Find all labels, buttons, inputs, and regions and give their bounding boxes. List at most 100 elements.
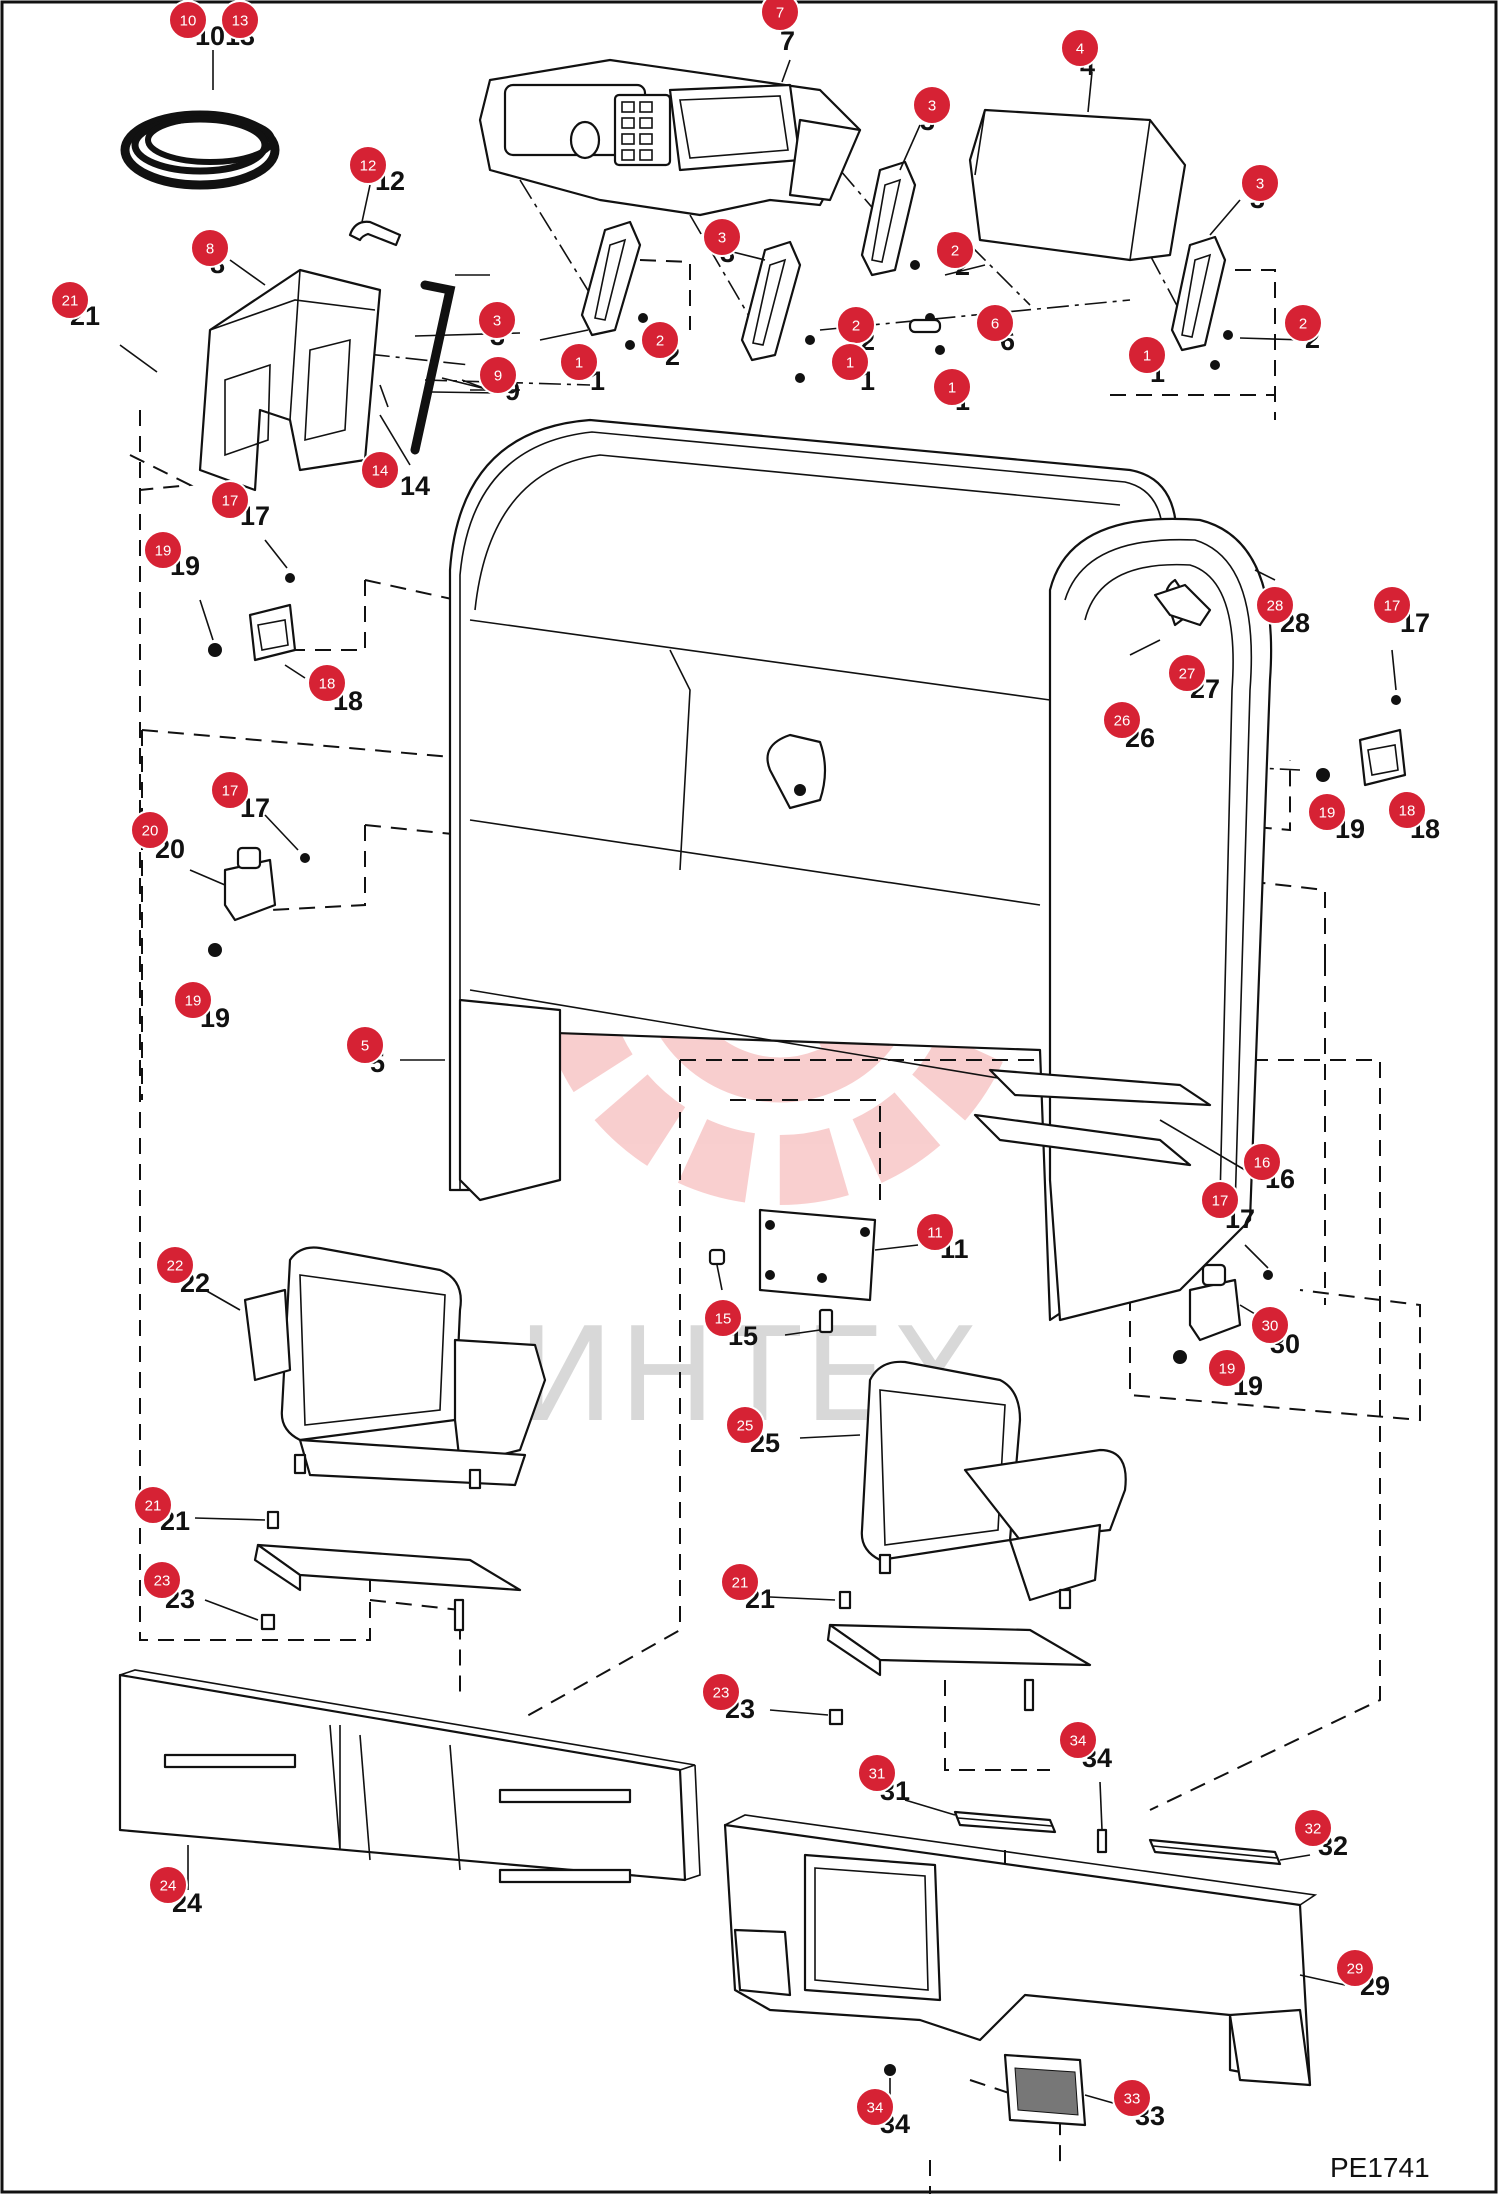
cover-part xyxy=(968,108,1187,262)
callout-badge-c19a: 19 xyxy=(143,530,183,570)
callout-badge-c8: 8 xyxy=(190,228,230,268)
callout-badge-circle xyxy=(148,1865,188,1905)
callout-badge-label: 3 xyxy=(928,98,936,115)
callout-badge-circle xyxy=(1293,1808,1333,1848)
callout-badge-label: 19 xyxy=(155,543,172,560)
callout-badge-c10: 10 xyxy=(168,0,208,40)
callout-badge-label: 21 xyxy=(145,1498,162,1515)
callout-badge-label: 12 xyxy=(360,158,377,175)
callout-badge-label: 16 xyxy=(1254,1155,1271,1172)
callout-badge-c17b: 17 xyxy=(1372,585,1412,625)
callout-badge-label: 17 xyxy=(222,493,239,510)
callout-badge-c34b: 34 xyxy=(855,2087,895,2127)
callout-badge-label: 7 xyxy=(776,5,784,22)
callout-number-c14: 14 xyxy=(400,471,430,501)
callout-badge-circle xyxy=(703,1298,743,1338)
callout-badge-label: 13 xyxy=(232,13,249,30)
callout-badge-label: 31 xyxy=(869,1766,886,1783)
callout-badge-c2a: 2 xyxy=(935,230,975,270)
callout-badge-circle xyxy=(1372,585,1412,625)
callout-badge-c21c: 21 xyxy=(720,1562,760,1602)
callout-badge-label: 19 xyxy=(1219,1361,1236,1378)
callout-badge-circle xyxy=(133,1485,173,1525)
callout-badge-c33: 33 xyxy=(1112,2078,1152,2118)
callout-badge-label: 19 xyxy=(1319,805,1336,822)
switch-parts xyxy=(208,846,1273,1364)
callout-badge-c1c: 1 xyxy=(932,367,972,407)
callout-badge-label: 32 xyxy=(1305,1821,1322,1838)
callout-badge-label: 26 xyxy=(1114,713,1131,730)
callout-badge-label: 27 xyxy=(1179,666,1196,683)
rod-part xyxy=(410,280,456,455)
callout-badge-label: 8 xyxy=(206,241,214,258)
callout-badge-c21a: 21 xyxy=(50,280,90,320)
callout-badge-c23a: 23 xyxy=(142,1560,182,1600)
callout-badge-label: 2 xyxy=(951,243,959,260)
callout-badge-label: 15 xyxy=(715,1311,732,1328)
callout-badge-circle xyxy=(130,810,170,850)
callout-badge-c18a: 18 xyxy=(307,663,347,703)
callout-badge-circle xyxy=(1387,790,1427,830)
callout-badge-label: 34 xyxy=(867,2100,884,2117)
callout-badge-label: 1 xyxy=(1143,348,1151,365)
callout-badge-label: 2 xyxy=(1299,316,1307,333)
callout-badge-c3a: 3 xyxy=(912,85,952,125)
cover-plate-part xyxy=(708,1208,877,1334)
callout-badge-c2b: 2 xyxy=(836,305,876,345)
rear-panel-part xyxy=(723,1814,1318,2087)
callout-badge-label: 34 xyxy=(1070,1733,1087,1750)
leader-lines xyxy=(119,50,1397,2106)
callout-badge-circle xyxy=(935,230,975,270)
floor-panel-part xyxy=(118,1669,701,1884)
callout-badge-label: 25 xyxy=(737,1418,754,1435)
callout-badge-c2d: 2 xyxy=(640,320,680,360)
callout-badge-label: 1 xyxy=(846,355,854,372)
callout-badge-c30: 30 xyxy=(1250,1305,1290,1345)
callout-badge-circle xyxy=(1112,2078,1152,2118)
callout-badge-circle xyxy=(1060,28,1100,68)
callout-badge-circle xyxy=(760,0,800,32)
callout-badge-circle xyxy=(640,320,680,360)
callout-badge-label: 30 xyxy=(1262,1318,1279,1335)
callout-badge-label: 33 xyxy=(1124,2091,1141,2108)
callout-badge-circle xyxy=(477,300,517,340)
passenger-seat-part xyxy=(860,1360,1127,1610)
callout-badge-circle xyxy=(220,0,260,40)
callout-badge-label: 14 xyxy=(372,463,389,480)
hose-coil-part xyxy=(120,110,280,190)
callout-badge-circle xyxy=(559,342,599,382)
callout-badge-c18b: 18 xyxy=(1387,790,1427,830)
callout-badge-c6: 6 xyxy=(975,303,1015,343)
callout-badge-label: 28 xyxy=(1267,598,1284,615)
callout-badge-label: 4 xyxy=(1076,41,1084,58)
callout-badge-circle xyxy=(720,1562,760,1602)
callout-badge-circle xyxy=(142,1560,182,1600)
housing-bracket-part xyxy=(198,268,382,492)
callout-badge-c3d: 3 xyxy=(477,300,517,340)
callout-badge-c7: 7 xyxy=(760,0,800,32)
callout-badge-c1a: 1 xyxy=(559,342,599,382)
callout-badge-circle xyxy=(915,1212,955,1252)
callout-badge-circle xyxy=(210,480,250,520)
callout-badge-label: 10 xyxy=(180,13,197,30)
callout-badge-circle xyxy=(168,0,208,40)
callout-badge-circle xyxy=(307,663,347,703)
clip-parts xyxy=(1129,569,1276,656)
callout-badge-c19c: 19 xyxy=(173,980,213,1020)
callout-badge-label: 17 xyxy=(1212,1193,1229,1210)
callout-badge-circle xyxy=(932,367,972,407)
callout-badge-label: 3 xyxy=(493,313,501,330)
callout-badge-c2c: 2 xyxy=(1283,303,1323,343)
callout-badge-label: 23 xyxy=(154,1573,171,1590)
callout-badge-circle xyxy=(478,355,518,395)
callout-badge-circle xyxy=(1283,303,1323,343)
callout-badge-c4: 4 xyxy=(1060,28,1100,68)
operator-seat-part xyxy=(243,1246,547,1490)
callout-badge-label: 18 xyxy=(319,676,336,693)
callout-badge-c31: 31 xyxy=(857,1753,897,1793)
callout-badge-circle xyxy=(1207,1348,1247,1388)
callout-badge-circle xyxy=(1058,1720,1098,1760)
callout-badge-circle xyxy=(702,217,742,257)
callout-badge-c29: 29 xyxy=(1335,1948,1375,1988)
callout-badge-label: 24 xyxy=(160,1878,177,1895)
